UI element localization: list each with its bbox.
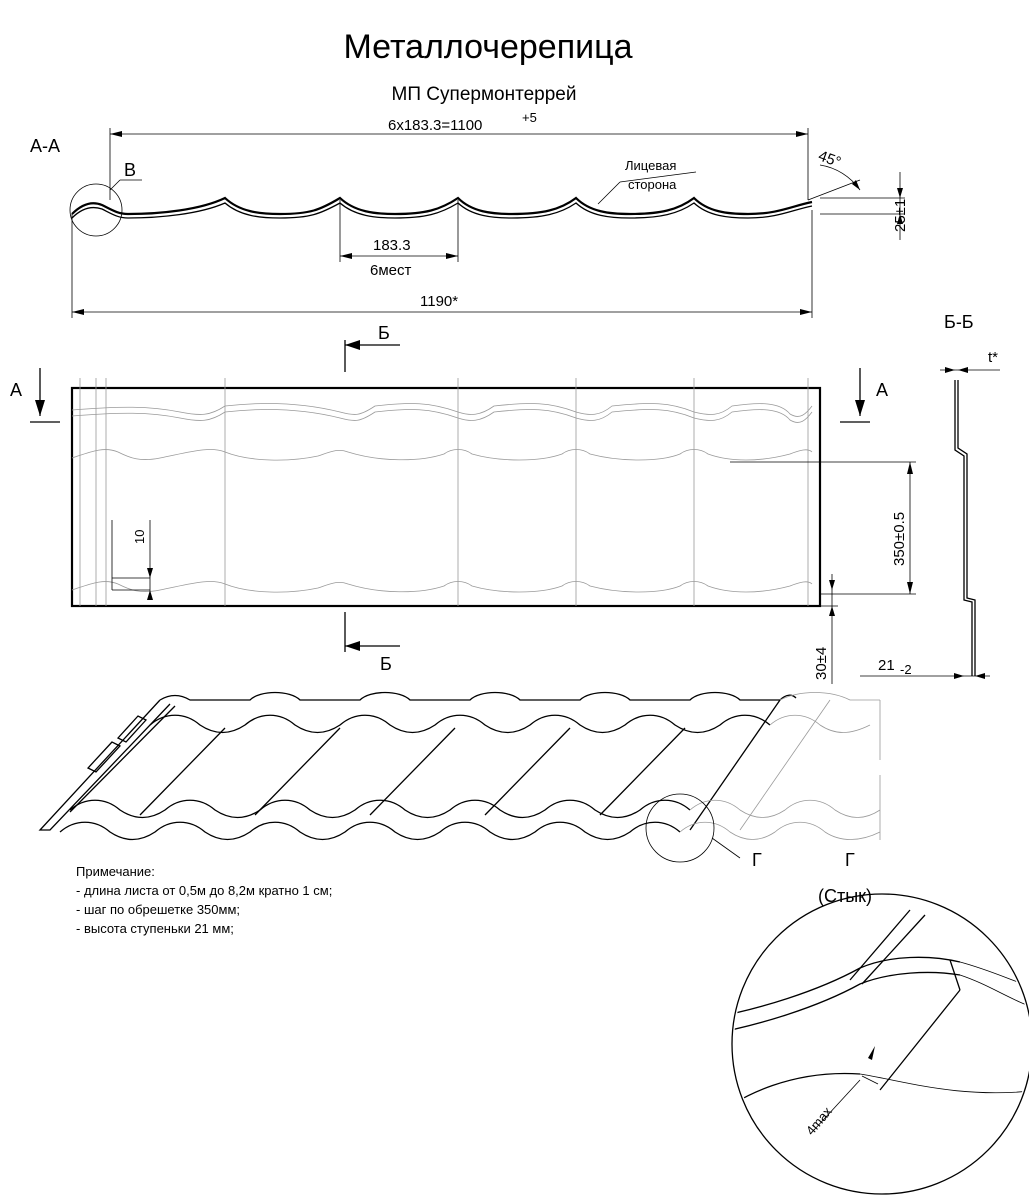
sheet-profile-bottom xyxy=(71,202,813,219)
cut-a-left: А xyxy=(10,380,22,400)
total-dim-text: 6x183.3=1100 xyxy=(388,117,482,134)
total-dim-tolerance: +5 xyxy=(522,110,537,125)
dim-edge: 30±4 xyxy=(813,647,830,680)
section-bb: Б-Б t* 21 -2 xyxy=(860,312,1000,679)
dim-10: 10 xyxy=(132,530,147,544)
perspective-detail-label: Г xyxy=(752,850,762,870)
face-side-label-2: сторона xyxy=(628,177,677,192)
plan-view: Б Б А А 10 350±0.5 30±4 xyxy=(10,323,916,684)
face-side-label-1: Лицевая xyxy=(625,158,676,173)
detail-b-label: В xyxy=(124,160,136,180)
detail-circle-g xyxy=(645,793,715,863)
detail-g-label: Г xyxy=(845,850,855,870)
step-dim: 21 xyxy=(878,657,895,674)
cut-b-top: Б xyxy=(378,323,390,343)
page-subtitle: МП Супермонтеррей xyxy=(392,84,577,105)
detail-g: Г (Стык) 4max xyxy=(731,850,1029,1195)
notes-heading: Примечание: xyxy=(76,864,155,879)
note-item: - высота ступеньки 21 мм; xyxy=(76,921,234,936)
section-aa-label: А-А xyxy=(30,136,60,156)
section-bb-label: Б-Б xyxy=(944,312,974,332)
detail-g-circle xyxy=(731,893,1029,1195)
dim-step: 350±0.5 xyxy=(891,512,908,566)
cut-a-right: А xyxy=(876,380,888,400)
note-item: - шаг по обрешетке 350мм; xyxy=(76,902,240,917)
step-dim-tol: -2 xyxy=(900,662,912,677)
detail-g-dim: 4max xyxy=(803,1104,835,1138)
note-item: - длина листа от 0,5м до 8,2м кратно 1 с… xyxy=(76,883,332,898)
bb-profile xyxy=(954,380,973,676)
height-dim: 25±1 xyxy=(892,199,909,232)
detail-g-caption: (Стык) xyxy=(818,886,872,906)
overall-dim: 1190* xyxy=(420,293,458,310)
pitch-count: 6мест xyxy=(370,262,411,279)
perspective-view: Г xyxy=(38,691,881,870)
section-aa: А-А 6x183.3=1100 +5 В Лицевая сторона 45… xyxy=(30,110,909,318)
pitch-dim: 183.3 xyxy=(373,237,411,254)
angle-label: 45° xyxy=(816,147,843,171)
sheet-outline xyxy=(70,386,822,608)
notes: Примечание: - длина листа от 0,5м до 8,2… xyxy=(76,864,332,936)
sheet-profile-top xyxy=(71,196,813,216)
thickness-label: t* xyxy=(988,349,998,366)
cut-b-bottom: Б xyxy=(380,654,392,674)
detail-circle-b xyxy=(69,183,123,237)
page-title: Металлочерепица xyxy=(343,28,632,66)
